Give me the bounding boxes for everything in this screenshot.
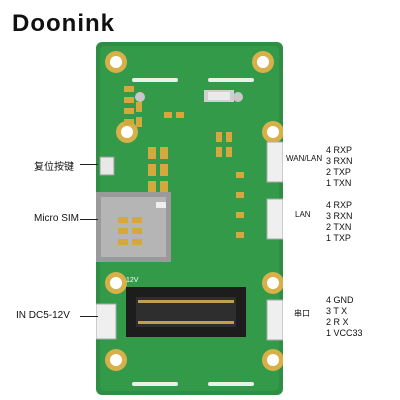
wan-lan-pin-3: 3 RXN xyxy=(326,156,353,166)
wan-lan-pin-4: 4 RXP xyxy=(326,145,353,155)
serial-connector xyxy=(266,299,283,341)
serial-label: 串口 xyxy=(294,309,310,318)
serial-pin-2: 2 R X xyxy=(326,317,349,327)
lan-pin-4: 4 RXP xyxy=(326,200,353,210)
lan-pin-1: 1 TXP xyxy=(326,233,351,243)
serial-pin-1: 1 VCC33 xyxy=(326,328,363,338)
reset-button xyxy=(99,156,115,176)
serial-pin-3: 3 T X xyxy=(326,306,348,316)
wan-lan-pin-2: 2 TXP xyxy=(326,167,351,177)
lan-pin-3: 3 RXN xyxy=(326,211,353,221)
silkscreen-12v: 12V xyxy=(126,277,139,284)
wan-lan-label: WAN/LAN xyxy=(286,154,323,163)
wan-lan-connector xyxy=(266,141,283,183)
lan-pin-2: 2 TXN xyxy=(326,222,352,232)
wan-lan-pin-1: 1 TXN xyxy=(326,178,352,188)
power-callout: IN DC5-12V xyxy=(16,310,70,321)
micro-sim-callout: Micro SIM xyxy=(34,213,79,224)
pcb-board: 12V xyxy=(96,42,283,395)
serial-pin-4: 4 GND xyxy=(326,295,354,305)
lan-connector xyxy=(266,198,283,240)
lan-label: LAN xyxy=(295,210,311,219)
power-connector xyxy=(96,303,117,340)
reset-callout: 复位按键 xyxy=(34,162,74,173)
brand-logo: Doonink xyxy=(12,10,115,37)
